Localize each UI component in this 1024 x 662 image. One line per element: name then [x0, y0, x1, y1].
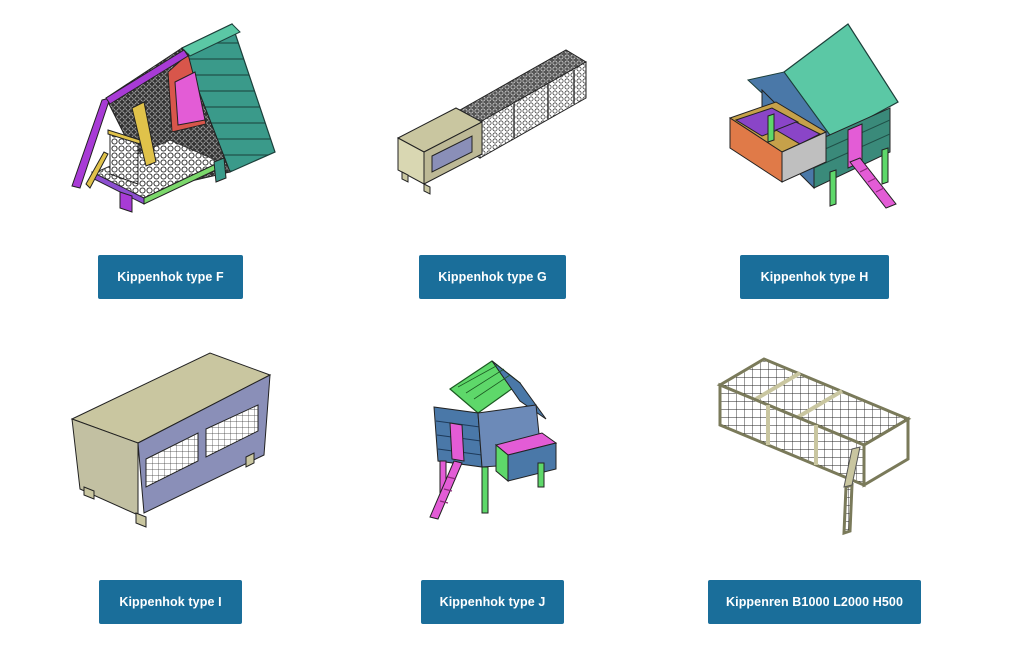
elevated-coop-image[interactable]: [342, 337, 642, 562]
a-frame-coop-image[interactable]: [20, 12, 320, 237]
long-coop-with-run-image[interactable]: [342, 12, 642, 237]
kippenhok-type-h-button[interactable]: Kippenhok type H: [740, 255, 889, 299]
box-coop-image[interactable]: [20, 337, 320, 562]
kippenhok-type-g-button[interactable]: Kippenhok type G: [419, 255, 566, 299]
kippenhok-type-f-button[interactable]: Kippenhok type F: [98, 255, 243, 299]
kippenhok-type-i-button[interactable]: Kippenhok type I: [99, 580, 242, 624]
coop-with-nest-box-image[interactable]: [664, 12, 964, 237]
kippenhok-type-j-button[interactable]: Kippenhok type J: [421, 580, 564, 624]
kippenren-button[interactable]: Kippenren B1000 L2000 H500: [708, 580, 921, 624]
chicken-run-image[interactable]: [664, 337, 964, 562]
